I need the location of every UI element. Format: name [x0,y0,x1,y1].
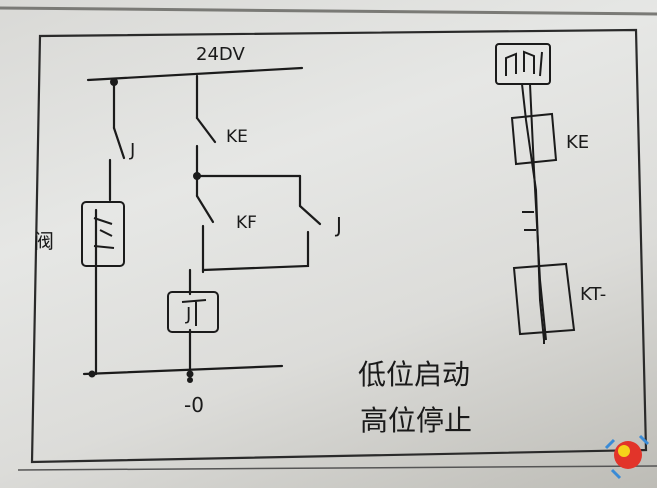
valve-label: 阀 [34,229,54,253]
left-branch-label: J [129,140,135,161]
ground-label: -0 [184,393,204,417]
watermark-logo [604,434,650,480]
board-frame [0,6,657,471]
level-sensor-diagram [495,43,576,344]
right-branch-label: J [334,213,342,237]
lower-switch-label: KF [236,213,257,233]
note-line-1: 低位启动 [358,358,470,391]
upper-sensor-label: KE [566,132,589,153]
supply-label: 24DV [196,44,245,65]
circuit-wiring [82,66,322,376]
valve-coil-symbol [81,201,125,267]
upper-switch-label: KE [226,127,248,147]
note-line-2: 高位停止 [360,404,472,437]
relay-coil-label: J [185,304,191,325]
lower-sensor-label: KT- [580,284,606,305]
relay-coil-symbol [167,291,219,333]
junction-dots [88,78,201,383]
